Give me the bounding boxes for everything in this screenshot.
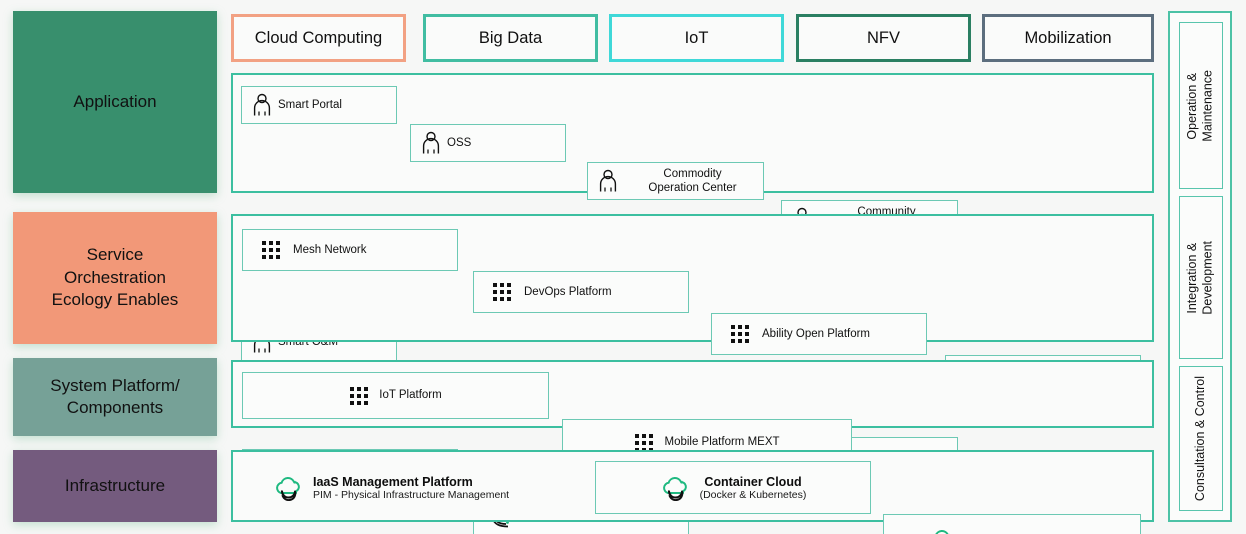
rail-item-operation-maintenance[interactable]: Operation & Maintenance	[1179, 22, 1223, 189]
app-cell-label: Smart Portal	[278, 98, 342, 111]
layer-label-application: Application	[13, 11, 217, 193]
app-cell-label: OSS	[447, 136, 472, 149]
cloud-sync-icon	[662, 476, 687, 501]
category-label: Mobilization	[1024, 28, 1112, 47]
grid-dots-icon	[350, 386, 369, 405]
grid-dots-icon	[731, 325, 749, 343]
category-mobilization[interactable]: Mobilization	[982, 14, 1154, 62]
infra-item-title: IaaS Management Platform	[313, 475, 473, 489]
person-icon	[422, 131, 440, 154]
rail-item-label: Integration & Development	[1185, 240, 1215, 315]
category-label: Cloud Computing	[254, 28, 383, 47]
sys-cell-iot-platform[interactable]: IoT Platform	[242, 372, 549, 419]
svc-cell-label: Ability Open Platform	[762, 327, 871, 340]
category-iot[interactable]: IoT	[609, 14, 784, 62]
grid-dots-icon	[635, 433, 654, 452]
service-orchestration-panel: Mesh Network DevOps Platform Ability	[231, 214, 1154, 534]
app-cell-commodity-operation-center[interactable]: Commodity Operation Center	[587, 162, 764, 200]
infra-item-iaas-management-platform[interactable]: IaaS Management Platform PIM - Physical …	[273, 464, 603, 512]
layer-label-text: System Platform/ Components	[50, 375, 180, 417]
layer-label-system-platform: System Platform/ Components	[13, 358, 217, 436]
sys-cell-label: IoT Platform	[379, 389, 442, 402]
layer-label-infrastructure: Infrastructure	[13, 450, 217, 522]
cloud-sync-icon	[276, 477, 300, 501]
grid-dots-icon	[493, 283, 511, 301]
sys-cell-label: Mobile Platform MEXT	[664, 436, 780, 449]
grid-dots-icon	[262, 241, 280, 259]
infrastructure-panel: IaaS Management Platform PIM - Physical …	[231, 450, 1154, 534]
application-panel: Smart Portal OSS Commodity Operation Cen…	[231, 73, 1154, 513]
person-icon	[599, 169, 617, 192]
system-platform-panel: IoT Platform Mobile Platform MEXT uC	[231, 360, 1154, 513]
svc-cell-label: Mesh Network	[293, 243, 367, 256]
rail-item-label: Consultation & Control	[1193, 375, 1208, 502]
layer-label-service-orchestration: Service Orchestration Ecology Enables	[13, 212, 217, 344]
svc-cell-label: DevOps Platform	[524, 285, 612, 298]
app-cell-smart-portal[interactable]: Smart Portal	[241, 86, 397, 124]
category-big-data[interactable]: Big Data	[423, 14, 598, 62]
rail-item-consultation-control[interactable]: Consultation & Control	[1179, 366, 1223, 511]
app-cell-oss[interactable]: OSS	[410, 124, 566, 162]
rail-item-integration-development[interactable]: Integration & Development	[1179, 196, 1223, 359]
right-rail: Operation & Maintenance Integration & De…	[1168, 11, 1232, 522]
category-cloud-computing[interactable]: Cloud Computing	[231, 14, 406, 62]
svc-cell-devops-platform[interactable]: DevOps Platform	[473, 271, 689, 313]
category-label: NFV	[867, 28, 900, 47]
infra-item-helion-telecom-cloud[interactable]: Helion Telecom Cloud	[883, 514, 1141, 534]
infra-item-title: Container Cloud	[704, 474, 802, 489]
layer-label-text: Infrastructure	[64, 475, 166, 495]
layer-label-text: Application	[73, 91, 157, 111]
category-nfv[interactable]: NFV	[796, 14, 971, 62]
svc-cell-mesh-network[interactable]: Mesh Network	[242, 229, 458, 271]
infra-item-subtitle: (Docker & Kubernetes)	[699, 488, 807, 501]
infra-item-subtitle: PIM - Physical Infrastructure Management	[313, 489, 510, 501]
cloud-sync-icon	[934, 529, 951, 534]
svc-cell-ability-open-platform[interactable]: Ability Open Platform	[711, 313, 927, 355]
layer-label-text: Service Orchestration Ecology Enables	[51, 245, 179, 310]
app-cell-label: Commodity Operation Center	[648, 167, 737, 194]
rail-item-label: Operation & Maintenance	[1185, 69, 1215, 142]
category-label: IoT	[684, 28, 709, 47]
person-icon	[253, 93, 271, 116]
infra-item-container-cloud[interactable]: Container Cloud (Docker & Kubernetes)	[595, 461, 871, 514]
category-label: Big Data	[478, 28, 543, 47]
